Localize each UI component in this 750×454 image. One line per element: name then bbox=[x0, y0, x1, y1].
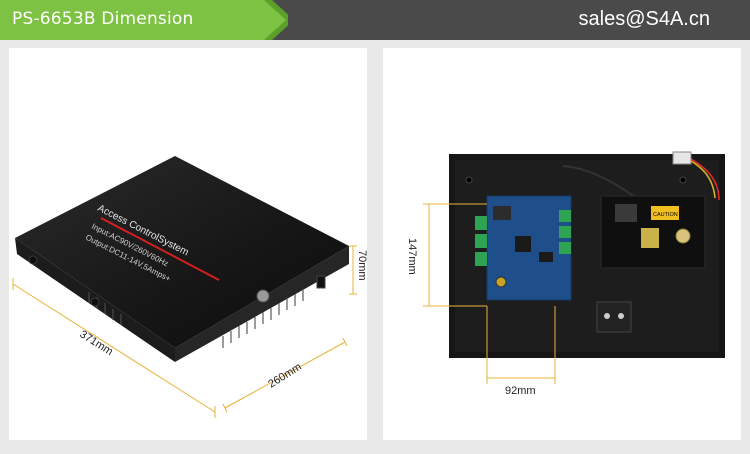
power-switch bbox=[316, 275, 326, 289]
box-lid bbox=[15, 156, 349, 348]
closed-box-illustration: Access ControlSystem Input:AC90V/260V60H… bbox=[12, 156, 367, 418]
closed-box-photo: Access ControlSystem Input:AC90V/260V60H… bbox=[9, 48, 367, 440]
dim-board-width: 92mm bbox=[505, 385, 536, 397]
fuse-holder bbox=[672, 151, 692, 165]
contact-email: sales@S4A.cn bbox=[578, 8, 710, 30]
page-title: PS-6653B Dimension bbox=[12, 9, 194, 29]
lock-icon bbox=[256, 289, 270, 303]
caution-label bbox=[651, 206, 679, 220]
caution-label-text: CAUTION bbox=[653, 212, 678, 218]
dim-length: 371mm bbox=[77, 328, 114, 358]
open-box-illustration: CAUTION 147mm 92mm bbox=[406, 151, 725, 397]
title-tag-shape bbox=[0, 0, 288, 40]
header-bar: PS-6653B Dimension sales@S4A.cn bbox=[0, 0, 750, 40]
mount-hole bbox=[465, 176, 473, 184]
knockout-hole bbox=[28, 255, 38, 265]
dim-board-height: 147mm bbox=[406, 238, 418, 275]
dim-height: 70mm bbox=[356, 250, 367, 281]
mount-hole bbox=[679, 176, 687, 184]
dimension-lines bbox=[423, 203, 556, 384]
box-label-underline bbox=[100, 217, 220, 281]
knockout-hole bbox=[90, 297, 100, 307]
dim-width: 260mm bbox=[266, 361, 303, 391]
dimension-lines bbox=[12, 245, 357, 418]
terminal-blocks bbox=[475, 210, 571, 266]
output-terminal bbox=[596, 301, 632, 333]
title-tag: PS-6653B Dimension bbox=[0, 0, 288, 40]
open-box-photo: CAUTION 147mm 92mm bbox=[383, 48, 741, 440]
box-right-side bbox=[175, 246, 349, 362]
